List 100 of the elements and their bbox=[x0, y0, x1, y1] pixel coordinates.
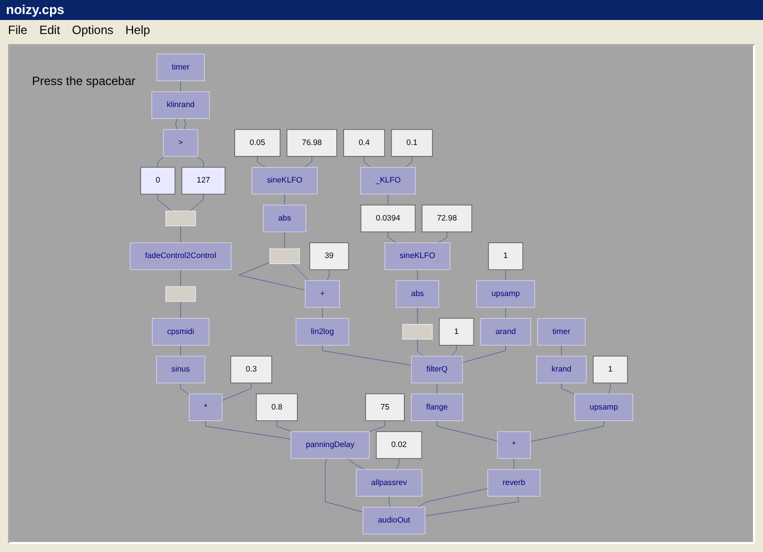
connector bbox=[276, 420, 293, 432]
connector bbox=[222, 382, 252, 401]
node-box bbox=[422, 204, 472, 232]
connector bbox=[608, 382, 611, 394]
node-box bbox=[574, 394, 634, 421]
instruction-text: Press the spacebar bbox=[32, 74, 136, 88]
connector bbox=[396, 458, 400, 470]
node-box bbox=[391, 129, 433, 157]
node-box bbox=[234, 129, 280, 157]
connector bbox=[284, 232, 285, 250]
connector bbox=[304, 156, 312, 168]
node-box bbox=[296, 318, 350, 346]
window-title: noizy.cps bbox=[6, 2, 64, 17]
node-box bbox=[537, 318, 586, 346]
node-box bbox=[163, 129, 198, 157]
node-box bbox=[487, 469, 540, 496]
connector bbox=[257, 156, 266, 168]
connector bbox=[238, 262, 306, 290]
node-box bbox=[252, 167, 318, 194]
node-box bbox=[384, 242, 450, 270]
connector bbox=[326, 269, 330, 281]
connector bbox=[505, 269, 506, 281]
menu-item: File bbox=[8, 23, 28, 37]
node-box bbox=[497, 431, 531, 459]
node-box bbox=[152, 318, 210, 346]
node-box bbox=[439, 318, 474, 346]
connector bbox=[180, 269, 181, 287]
menu-item: Help bbox=[125, 23, 150, 37]
node-box bbox=[182, 167, 226, 194]
connector bbox=[180, 344, 181, 356]
connector bbox=[158, 156, 165, 168]
node-bar bbox=[402, 324, 433, 340]
connector bbox=[180, 301, 181, 319]
node-box bbox=[256, 394, 298, 421]
menu-item: Options bbox=[72, 23, 114, 37]
connector bbox=[205, 420, 292, 440]
connector bbox=[158, 194, 172, 212]
connector bbox=[180, 80, 181, 92]
connector bbox=[175, 118, 178, 130]
node-box bbox=[488, 242, 523, 270]
connector bbox=[417, 269, 418, 281]
connector bbox=[189, 194, 204, 212]
connector bbox=[436, 382, 438, 394]
connector bbox=[530, 420, 604, 442]
node-box bbox=[592, 356, 628, 384]
node-box bbox=[396, 280, 440, 308]
connector bbox=[292, 263, 310, 281]
menu-item: Edit bbox=[39, 23, 60, 37]
connector bbox=[324, 458, 364, 512]
connector bbox=[424, 496, 520, 516]
connector bbox=[436, 420, 498, 442]
node-box bbox=[411, 356, 463, 384]
connector bbox=[322, 307, 323, 319]
connector bbox=[450, 344, 457, 356]
node-box bbox=[156, 54, 205, 82]
node-box bbox=[360, 204, 416, 232]
node-box bbox=[356, 469, 422, 496]
connector bbox=[368, 420, 386, 432]
node-bar bbox=[165, 210, 196, 226]
connector bbox=[388, 232, 397, 244]
node-box bbox=[310, 242, 349, 270]
connector bbox=[417, 338, 424, 356]
connector bbox=[196, 156, 204, 168]
connector bbox=[347, 458, 365, 470]
node-box bbox=[376, 431, 422, 459]
node-box bbox=[410, 394, 463, 421]
node-box bbox=[476, 280, 535, 308]
connector bbox=[364, 156, 372, 168]
connector bbox=[417, 488, 488, 508]
node-bar bbox=[165, 286, 196, 302]
node-box bbox=[480, 318, 531, 346]
connector bbox=[180, 382, 190, 396]
node-box bbox=[140, 167, 176, 194]
node-box bbox=[263, 204, 306, 232]
node-box bbox=[536, 356, 586, 384]
node-box bbox=[188, 394, 222, 421]
node-box bbox=[230, 356, 272, 384]
connector bbox=[184, 118, 186, 130]
node-box bbox=[360, 167, 416, 194]
node-box bbox=[156, 356, 206, 384]
connector bbox=[561, 344, 562, 356]
node-box bbox=[304, 280, 340, 308]
node-box bbox=[343, 129, 385, 157]
connector bbox=[462, 344, 506, 363]
connector bbox=[417, 307, 418, 325]
connector bbox=[404, 156, 412, 168]
connector bbox=[561, 382, 575, 395]
node-box bbox=[362, 506, 426, 534]
node-bar bbox=[269, 248, 300, 264]
node-box bbox=[365, 394, 405, 421]
connector bbox=[505, 307, 506, 319]
connector bbox=[388, 496, 391, 508]
connector bbox=[322, 344, 412, 366]
connector bbox=[180, 226, 181, 244]
connector bbox=[284, 194, 285, 206]
node-box bbox=[130, 242, 232, 270]
node-box bbox=[286, 129, 337, 157]
connector bbox=[438, 232, 448, 244]
node-box bbox=[152, 92, 210, 119]
node-box bbox=[290, 431, 370, 459]
